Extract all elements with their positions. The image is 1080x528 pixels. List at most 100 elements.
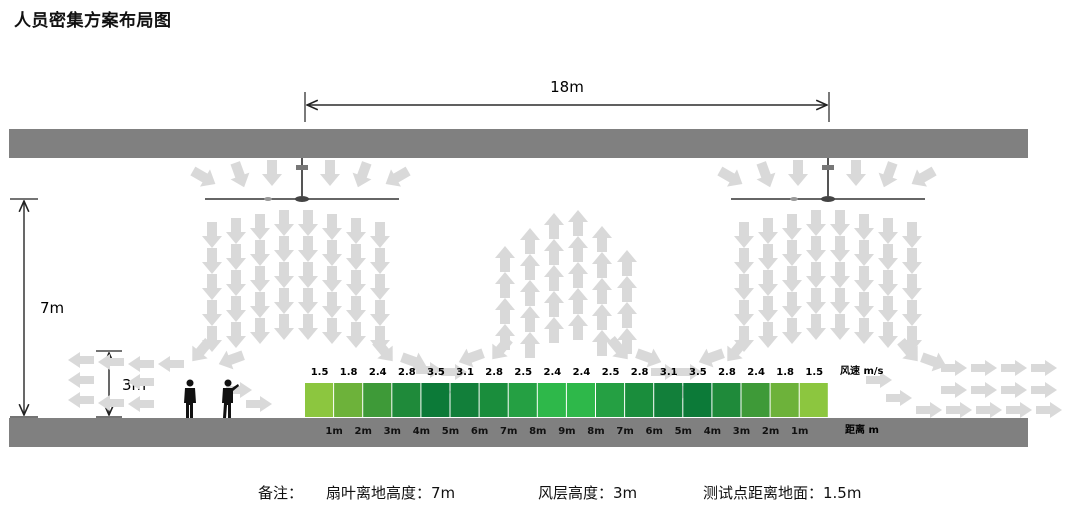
down-arrow-icon xyxy=(322,318,342,344)
up-arrow-icon xyxy=(568,262,588,288)
person-pointing-icon xyxy=(222,379,239,418)
speed-value: 3.1 xyxy=(456,367,474,378)
speed-value: 3.1 xyxy=(660,367,678,378)
down-arrow-icon xyxy=(878,270,898,296)
down-arrow-icon xyxy=(202,248,222,274)
down-arrow-icon xyxy=(346,296,366,322)
speed-cell xyxy=(770,383,799,417)
distance-value: 8m xyxy=(529,426,546,437)
down-arrow-icon xyxy=(878,218,898,244)
down-arrow-icon xyxy=(274,236,294,262)
up-arrow-icon xyxy=(568,236,588,262)
down-arrow-icon xyxy=(830,262,850,288)
down-arrow-icon xyxy=(322,240,342,266)
speed-value: 2.5 xyxy=(602,367,620,378)
down-arrow-icon xyxy=(806,262,826,288)
right-arrow-icon xyxy=(1031,382,1057,398)
wind-speed-unit-label: 风速 m/s xyxy=(840,364,884,377)
speed-value: 2.8 xyxy=(398,367,416,378)
note-test-point: 测试点距离地面：1.5m xyxy=(703,484,862,502)
up-arrow-icon xyxy=(544,239,564,265)
swirl-arrow-icon xyxy=(714,162,748,193)
down-arrow-icon xyxy=(830,288,850,314)
up-arrow-icon xyxy=(568,288,588,314)
down-arrow-icon xyxy=(758,270,778,296)
speed-cell xyxy=(450,383,479,417)
down-arrow-icon xyxy=(902,222,922,248)
down-arrow-icon xyxy=(322,214,342,240)
down-arrow-icon xyxy=(202,222,222,248)
left-arrow-icon xyxy=(98,354,124,370)
speed-value: 2.5 xyxy=(514,367,532,378)
down-arrow-icon xyxy=(322,266,342,292)
speed-value: 1.8 xyxy=(340,367,358,378)
distance-value: 1m xyxy=(791,426,808,437)
distance-value: 9m xyxy=(558,426,575,437)
down-arrow-icon xyxy=(758,218,778,244)
down-arrow-icon xyxy=(250,292,270,318)
left-arrow-icon xyxy=(68,392,94,408)
right-arrow-icon xyxy=(946,402,972,418)
speed-cell xyxy=(625,383,654,417)
speed-cell xyxy=(392,383,421,417)
down-arrow-icon xyxy=(298,288,318,314)
left-arrow-icon xyxy=(98,395,124,411)
down-arrow-icon xyxy=(274,262,294,288)
up-arrow-icon xyxy=(495,272,515,298)
down-arrow-icon xyxy=(878,296,898,322)
speed-cell xyxy=(537,383,566,417)
swirl-arrow-icon xyxy=(187,162,221,193)
right-arrow-icon xyxy=(1001,382,1027,398)
speed-value: 2.4 xyxy=(369,367,387,378)
down-arrow-icon xyxy=(370,300,390,326)
down-arrow-icon xyxy=(734,274,754,300)
down-arrow-icon xyxy=(346,244,366,270)
down-arrow-icon xyxy=(854,240,874,266)
speed-value: 2.8 xyxy=(718,367,736,378)
up-arrow-icon xyxy=(495,298,515,324)
down-arrow-icon xyxy=(298,236,318,262)
down-arrow-icon xyxy=(274,314,294,340)
up-arrow-icon xyxy=(592,278,612,304)
speed-cell xyxy=(305,383,334,417)
distance-value: 2m xyxy=(762,426,779,437)
span-label: 18m xyxy=(550,78,584,96)
right-arrow-icon xyxy=(971,360,997,376)
right-arrow-icon xyxy=(1036,402,1062,418)
down-arrow-icon xyxy=(830,236,850,262)
down-arrow-icon xyxy=(202,274,222,300)
down-arrow-icon xyxy=(878,322,898,348)
swirl-arrow-icon xyxy=(262,160,282,186)
ceiling-fan-left xyxy=(205,158,399,202)
down-arrow-icon xyxy=(806,314,826,340)
distance-value: 7m xyxy=(616,426,633,437)
up-arrow-icon xyxy=(592,252,612,278)
up-arrow-icon xyxy=(617,302,637,328)
right-arrow-icon xyxy=(971,382,997,398)
speed-cell xyxy=(596,383,625,417)
down-arrow-icon xyxy=(226,270,246,296)
left-arrow-icon xyxy=(68,352,94,368)
down-arrow-icon xyxy=(830,210,850,236)
up-arrow-icon xyxy=(520,280,540,306)
distance-value: 3m xyxy=(384,426,401,437)
down-arrow-icon xyxy=(226,244,246,270)
curve-arrow-icon xyxy=(215,345,247,374)
swirl-arrow-icon xyxy=(380,162,414,193)
down-arrow-icon xyxy=(298,262,318,288)
down-arrow-icon xyxy=(226,296,246,322)
down-arrow-icon xyxy=(346,218,366,244)
distance-value: 5m xyxy=(442,426,459,437)
speed-cell xyxy=(683,383,712,417)
down-arrow-icon xyxy=(782,240,802,266)
down-arrow-icon xyxy=(806,210,826,236)
speed-cell xyxy=(363,383,392,417)
right-arrow-icon xyxy=(1001,360,1027,376)
right-arrow-icon xyxy=(916,402,942,418)
down-arrow-icon xyxy=(734,222,754,248)
down-arrow-icon xyxy=(806,288,826,314)
swirl-arrow-icon xyxy=(225,159,254,191)
